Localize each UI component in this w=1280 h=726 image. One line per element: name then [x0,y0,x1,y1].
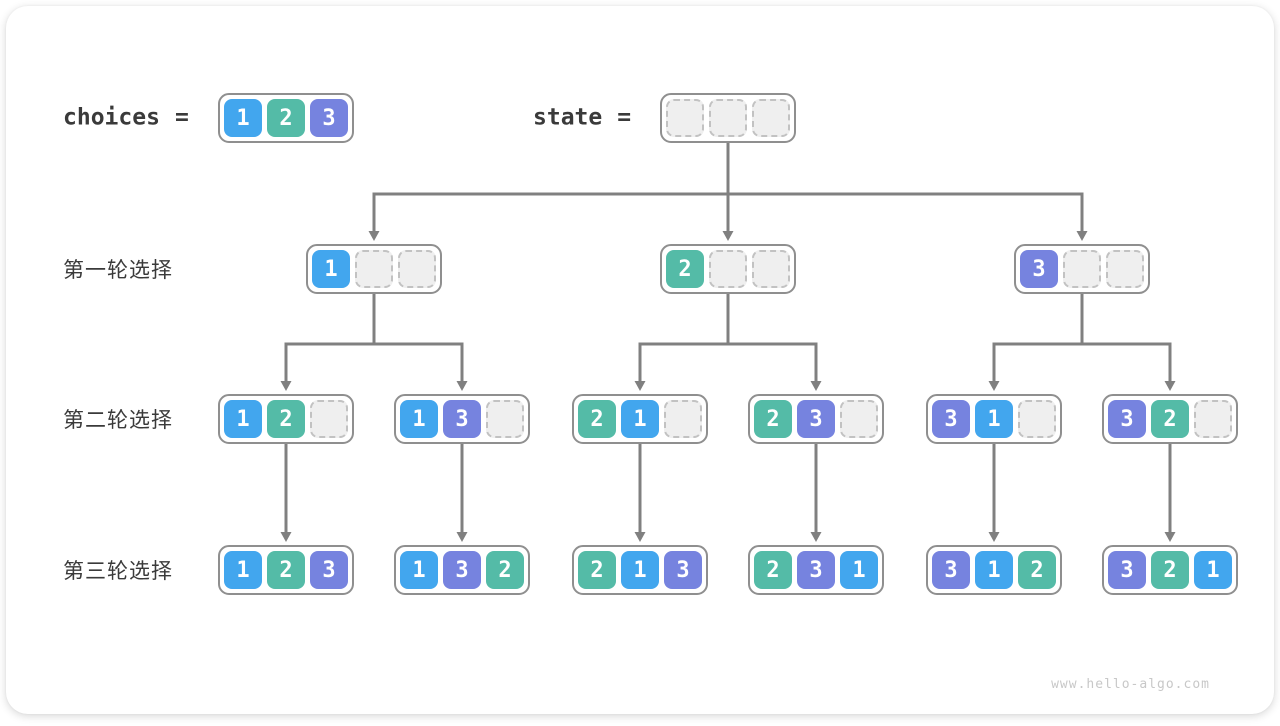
arrowhead-icon [280,381,292,391]
state-cell-filled: 1 [224,551,262,589]
state-cell-empty [355,250,393,288]
state-cell-filled: 2 [486,551,524,589]
state-cell-filled: 2 [1151,400,1189,438]
state-cell-filled: 2 [267,400,305,438]
state-cell-empty [666,99,704,137]
arrowhead-icon [988,532,1000,542]
state-cell-filled: 2 [578,551,616,589]
state-cell-filled: 3 [1108,551,1146,589]
state-cell-filled: 2 [754,551,792,589]
state-cell-empty [664,400,702,438]
arrowhead-icon [634,532,646,542]
state-cell-filled: 2 [267,551,305,589]
state-cell-filled: 3 [797,400,835,438]
row-label-round-1: 第一轮选择 [63,259,173,282]
state-cell-empty [1063,250,1101,288]
state-label: state [533,104,603,131]
arrowhead-icon [456,381,468,391]
state-node-round1: 3 [1014,244,1150,294]
state-cell-filled: 3 [443,400,481,438]
arrowhead-icon [456,532,468,542]
state-cell-filled: 3 [932,400,970,438]
watermark: www.hello-algo.com [1051,677,1210,692]
state-cell-filled: 1 [1194,551,1232,589]
state-cell-empty [486,400,524,438]
arrowhead-icon [810,381,822,391]
state-cell-filled: 1 [621,551,659,589]
arrowhead-icon [1164,381,1176,391]
state-cell-filled: 3 [664,551,702,589]
row-label-round-2: 第二轮选择 [63,409,173,432]
state-cell-filled: 3 [310,99,348,137]
state-cell-filled: 2 [666,250,704,288]
state-cell-filled: 1 [975,400,1013,438]
state-cell-filled: 1 [840,551,878,589]
state-equals-sign: = [617,104,632,131]
state-node-round1: 2 [660,244,796,294]
arrowhead-icon [1076,231,1088,241]
state-cell-filled: 1 [224,400,262,438]
state-cell-filled: 2 [267,99,305,137]
state-cell-filled: 1 [621,400,659,438]
state-label-group: state = [533,104,631,130]
arrowhead-icon [1164,532,1176,542]
state-cell-filled: 3 [1020,250,1058,288]
arrowhead-icon [280,532,292,542]
state-cell-empty [1194,400,1232,438]
state-cell-empty [709,250,747,288]
arrowhead-icon [368,231,380,241]
state-cell-filled: 1 [400,400,438,438]
state-cell-filled: 2 [1151,551,1189,589]
state-cell-empty [752,250,790,288]
state-cell-empty [310,400,348,438]
state-cell-empty [709,99,747,137]
state-cell-empty [1106,250,1144,288]
choices-label: choices [63,104,160,131]
state-cell-filled: 1 [400,551,438,589]
state-cell-empty [752,99,790,137]
arrowhead-icon [722,231,734,241]
state-cell-filled: 2 [578,400,616,438]
row-label-round-3: 第三轮选择 [63,560,173,583]
choices-equals-sign: = [174,104,189,131]
state-node-round1: 1 [306,244,442,294]
state-array-root [660,93,796,143]
state-cell-filled: 2 [754,400,792,438]
state-cell-filled: 1 [224,99,262,137]
state-cell-empty [1018,400,1056,438]
state-cell-filled: 3 [443,551,481,589]
arrowhead-icon [810,532,822,542]
choices-label-group: choices = [63,104,189,130]
state-cell-filled: 3 [932,551,970,589]
state-cell-filled: 2 [1018,551,1056,589]
arrowhead-icon [988,381,1000,391]
state-cell-filled: 3 [310,551,348,589]
state-cell-empty [840,400,878,438]
state-cell-filled: 3 [797,551,835,589]
arrowhead-icon [634,381,646,391]
state-cell-filled: 3 [1108,400,1146,438]
state-cell-empty [398,250,436,288]
state-cell-filled: 1 [312,250,350,288]
state-cell-filled: 1 [975,551,1013,589]
tree-connectors [280,141,1176,542]
